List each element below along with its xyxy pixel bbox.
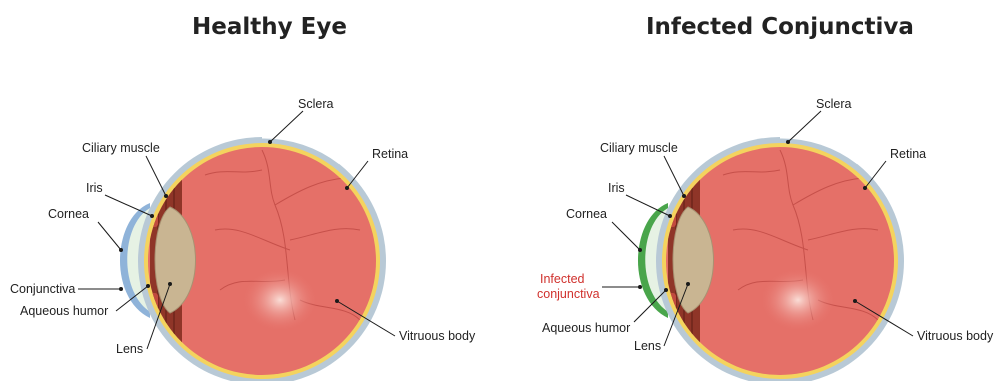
- label-lens: Lens: [116, 342, 143, 356]
- label-sclera: Sclera: [298, 97, 333, 111]
- infected-eye-diagram: Sclera Retina Ciliary muscle Iris Cornea…: [537, 97, 994, 381]
- label-infected-conjunctiva-line2: conjunctiva: [537, 287, 600, 301]
- label-vitreous-body: Vitruous body: [917, 329, 994, 343]
- label-sclera: Sclera: [816, 97, 851, 111]
- label-ciliary-muscle: Ciliary muscle: [600, 141, 678, 155]
- label-infected-conjunctiva-line1: Infected: [540, 272, 585, 286]
- label-retina: Retina: [372, 147, 408, 161]
- label-retina: Retina: [890, 147, 926, 161]
- label-aqueous-humor: Aqueous humor: [20, 304, 108, 318]
- label-vitreous-body: Vitruous body: [399, 329, 476, 343]
- label-conjunctiva: Conjunctiva: [10, 282, 75, 296]
- label-iris: Iris: [608, 181, 625, 195]
- healthy-eye-diagram: Sclera Retina Ciliary muscle Iris Cornea…: [10, 97, 476, 381]
- label-iris: Iris: [86, 181, 103, 195]
- label-lens: Lens: [634, 339, 661, 353]
- label-cornea: Cornea: [48, 207, 89, 221]
- label-ciliary-muscle: Ciliary muscle: [82, 141, 160, 155]
- label-aqueous-humor: Aqueous humor: [542, 321, 630, 335]
- label-cornea: Cornea: [566, 207, 607, 221]
